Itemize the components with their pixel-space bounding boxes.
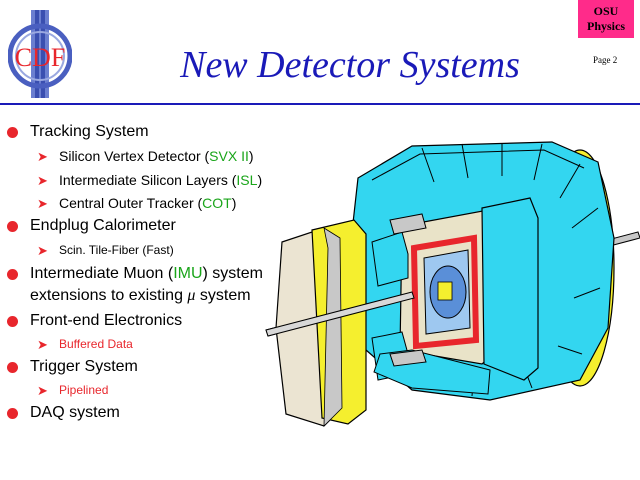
sub-bullet-isl: ➤ Intermediate Silicon Layers (ISL) — [37, 172, 263, 188]
bullet-electronics: Front-end Electronics — [7, 311, 182, 331]
bullet-dot-icon — [7, 221, 18, 232]
arrow-icon: ➤ — [37, 383, 48, 398]
bullet-dot-icon — [7, 316, 18, 327]
cdf-logo: CDF — [8, 10, 72, 98]
bullet-muon: Intermediate Muon (IMU) system — [7, 264, 263, 284]
arrow-icon: ➤ — [37, 337, 48, 352]
bullet-muon-line2: extensions to existing μ system — [30, 287, 251, 304]
slide-title: New Detector Systems — [180, 44, 520, 86]
arrow-icon: ➤ — [37, 196, 48, 211]
bullet-dot-icon — [7, 269, 18, 280]
sub-bullet-cot: ➤ Central Outer Tracker (COT) — [37, 195, 237, 211]
cdf-detector-illustration — [265, 141, 640, 427]
logo-text: CDF — [15, 43, 66, 72]
osu-physics-badge: OSU Physics — [578, 0, 634, 38]
sub-bullet-svx: ➤ Silicon Vertex Detector (SVX II) — [37, 148, 254, 164]
arrow-icon: ➤ — [37, 243, 48, 258]
sub-bullet-scin: ➤ Scin. Tile-Fiber (Fast) — [37, 243, 174, 258]
bullet-trigger: Trigger System — [7, 357, 138, 377]
bullet-endplug: Endplug Calorimeter — [7, 216, 176, 236]
arrow-icon: ➤ — [37, 149, 48, 164]
osu-line1: OSU — [593, 4, 619, 18]
page-label: Page 2 — [593, 55, 618, 65]
title-divider — [0, 103, 640, 105]
sub-bullet-pipelined: ➤ Pipelined — [37, 383, 109, 398]
sub-bullet-buffered: ➤ Buffered Data — [37, 337, 133, 352]
bullet-dot-icon — [7, 362, 18, 373]
bullet-daq: DAQ system — [7, 403, 120, 423]
osu-line2: Physics — [586, 19, 625, 33]
arrow-icon: ➤ — [37, 173, 48, 188]
bullet-dot-icon — [7, 408, 18, 419]
bullet-tracking: Tracking System — [7, 122, 149, 142]
bullet-dot-icon — [7, 127, 18, 138]
